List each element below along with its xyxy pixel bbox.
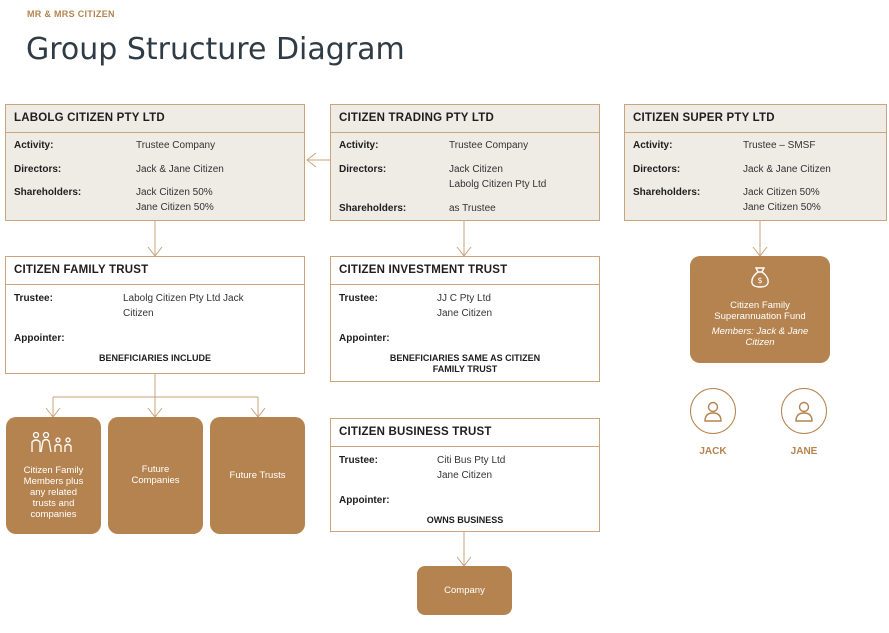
- jane-label: JANE: [790, 446, 818, 457]
- directors-label: Directors:: [14, 164, 62, 175]
- entity-title: CITIZEN SUPER PTY LTD: [625, 105, 886, 133]
- family-icon: [31, 431, 72, 453]
- directors-label: Directors:: [633, 164, 681, 175]
- directors-value: Jack & Jane Citizen: [743, 164, 831, 175]
- activity-value: Trustee – SMSF: [743, 140, 816, 151]
- appointer-label: Appointer:: [339, 333, 390, 344]
- entity-title: CITIZEN FAMILY TRUST: [6, 257, 304, 285]
- shareholders-label: Shareholders:: [14, 187, 82, 198]
- appointer-label: Appointer:: [339, 495, 390, 506]
- activity-value: Trustee Company: [136, 140, 216, 151]
- entity-title: CITIZEN TRADING PTY LTD: [331, 105, 599, 133]
- entity-title: LABOLG CITIZEN PTY LTD: [6, 105, 304, 133]
- owns-business-note: OWNS BUSINESS: [426, 515, 504, 525]
- future-trusts-tile: Future Trusts: [210, 417, 305, 534]
- future-companies-tile: Future Companies: [108, 417, 203, 534]
- entity-title: CITIZEN INVESTMENT TRUST: [331, 257, 599, 285]
- superannuation-fund-tile: $ Citizen Family Superannuation Fund Mem…: [690, 256, 830, 363]
- trustee-label: Trustee:: [339, 293, 378, 304]
- fund-members: Members: Jack & Jane Citizen: [711, 326, 809, 348]
- person-icon: [703, 401, 722, 422]
- directors-label: Directors:: [339, 164, 387, 175]
- citizen-trading-pty-ltd-box: CITIZEN TRADING PTY LTD Activity: Truste…: [330, 104, 600, 221]
- beneficiaries-note: BENEFICIARIES INCLUDE: [98, 353, 211, 363]
- trustee-value: JJ C Pty Ltd Jane Citizen: [437, 293, 493, 319]
- citizen-super-pty-ltd-box: CITIZEN SUPER PTY LTD Activity: Trustee …: [624, 104, 887, 221]
- client-name: MR & MRS CITIZEN: [27, 9, 115, 19]
- entity-title: CITIZEN BUSINESS TRUST: [331, 419, 599, 447]
- activity-value: Trustee Company: [449, 140, 529, 151]
- jack-avatar: [690, 388, 736, 434]
- directors-value: Jack Citizen Labolg Citizen Pty Ltd: [449, 164, 547, 190]
- activity-label: Activity:: [339, 140, 379, 151]
- shareholders-label: Shareholders:: [633, 187, 701, 198]
- future-trusts-text: Future Trusts: [229, 470, 286, 481]
- citizen-investment-trust-box: CITIZEN INVESTMENT TRUST Trustee: JJ C P…: [330, 256, 600, 382]
- members-text: Citizen Family Members plus any related …: [23, 465, 84, 520]
- trustee-label: Trustee:: [339, 455, 378, 466]
- citizen-business-trust-box: CITIZEN BUSINESS TRUST Trustee: Citi Bus…: [330, 418, 600, 532]
- future-companies-text: Future Companies: [131, 464, 180, 486]
- trustee-label: Trustee:: [14, 293, 53, 304]
- jane-avatar: [781, 388, 827, 434]
- page-title: Group Structure Diagram: [26, 32, 405, 67]
- family-members-tile: Citizen Family Members plus any related …: [6, 417, 101, 534]
- activity-label: Activity:: [14, 140, 54, 151]
- directors-value: Jack & Jane Citizen: [136, 164, 224, 175]
- jack-label: JACK: [699, 446, 727, 457]
- citizen-family-trust-box: CITIZEN FAMILY TRUST Trustee: Labolg Cit…: [5, 256, 305, 374]
- company-tile: Company: [417, 566, 512, 615]
- money-bag-icon: $: [751, 267, 769, 288]
- trustee-value: Labolg Citizen Pty Ltd Jack Citizen: [123, 293, 244, 319]
- beneficiaries-note: BENEFICIARIES SAME AS CITIZEN FAMILY TRU…: [389, 353, 541, 374]
- shareholders-value: as Trustee: [449, 203, 496, 214]
- shareholders-label: Shareholders:: [339, 203, 407, 214]
- appointer-label: Appointer:: [14, 333, 65, 344]
- activity-label: Activity:: [633, 140, 673, 151]
- shareholders-value: Jack Citizen 50% Jane Citizen 50%: [743, 187, 821, 213]
- labolg-citizen-pty-ltd-box: LABOLG CITIZEN PTY LTD Activity: Trustee…: [5, 104, 305, 221]
- trustee-value: Citi Bus Pty Ltd Jane Citizen: [437, 455, 506, 481]
- svg-text:$: $: [757, 276, 762, 285]
- company-text: Company: [444, 585, 485, 596]
- shareholders-value: Jack Citizen 50% Jane Citizen 50%: [136, 187, 214, 213]
- fund-name: Citizen Family Superannuation Fund: [714, 300, 806, 322]
- person-icon: [794, 401, 813, 422]
